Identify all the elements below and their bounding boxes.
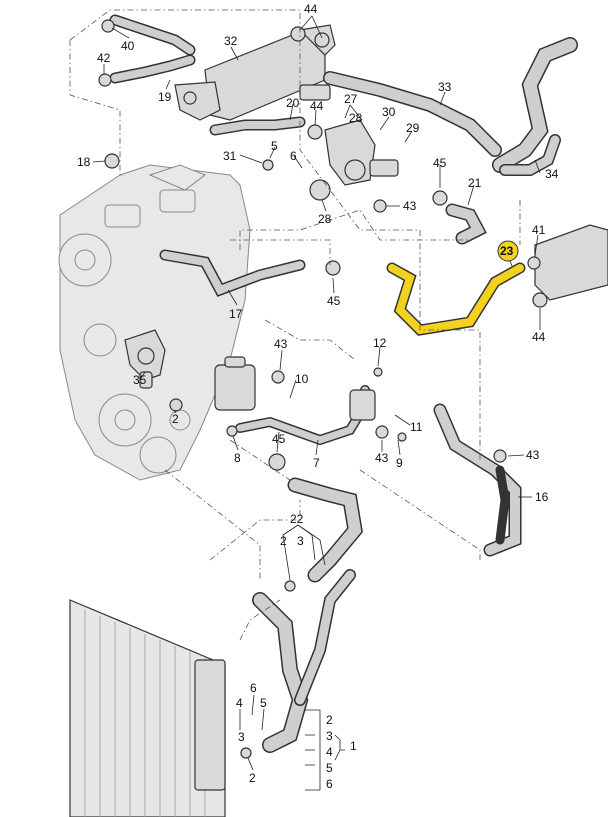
callout-40: 40 [121,39,135,53]
clamp-icon [432,190,448,206]
callout-33: 33 [438,80,452,94]
o-ring-icon [240,747,252,759]
callout-43: 43 [274,337,288,351]
clamp-icon [268,453,286,471]
callout-7: 7 [313,456,320,470]
callout-23-highlight [497,240,519,262]
clamp-icon [290,26,306,42]
callout-44: 44 [532,330,546,344]
callout-34: 34 [545,167,559,181]
bracket-item-4: 4 [326,745,333,759]
callout-2: 2 [280,534,287,548]
callout-12: 12 [373,336,387,350]
callout-labels: 44 40 32 42 19 20 44 27 28 30 33 29 18 5… [77,2,559,791]
engine-block-icon [58,164,251,481]
sensor-icon [262,159,274,171]
callout-28: 28 [318,212,332,226]
o-ring-icon [284,580,296,592]
callout-18: 18 [77,155,91,169]
callout-16: 16 [535,490,549,504]
callout-3: 3 [238,730,245,744]
callout-22: 22 [290,512,304,526]
clamp-icon [271,370,285,384]
callout-23-foreground: 23 [500,244,514,258]
callout-9: 9 [396,456,403,470]
hose-clamps [98,19,548,759]
coolant-flange-35-icon [124,329,166,389]
callout-43: 43 [375,451,389,465]
expansion-tank-icon [214,224,608,411]
assembly-lines [69,9,521,641]
callout-2: 2 [249,771,256,785]
callout-45: 45 [433,156,447,170]
callout-29: 29 [406,121,420,135]
callout-6: 6 [250,681,257,695]
callout-8: 8 [234,451,241,465]
callout-43: 43 [526,448,540,462]
clamp-icon [101,19,115,33]
hose-network [109,14,578,753]
callout-27: 27 [344,92,358,106]
callout-5: 5 [271,139,278,153]
coolant-flange-27-icon [324,119,399,186]
radiator-icon [69,599,226,817]
junction-piece-icon [349,389,376,421]
callout-2: 2 [172,412,179,426]
clamp-icon [314,32,330,48]
bracket-item-3: 3 [326,729,333,743]
o-ring-icon [169,398,183,412]
callout-35: 35 [133,373,147,387]
bracket-item-6: 6 [326,777,333,791]
egr-cooler-icon [174,24,336,121]
o-ring-icon [309,179,331,201]
callout-28: 28 [349,111,363,125]
callout-5: 5 [260,696,267,710]
callout-3: 3 [297,534,304,548]
bracket-item-5: 5 [326,761,333,775]
callout-41: 41 [532,223,546,237]
clamp-icon [373,199,387,213]
bolt-icon [397,432,407,442]
callout-17: 17 [229,307,243,321]
bracket-total-1: 1 [350,739,357,753]
hose-23-highlighted-icon [386,262,526,336]
callout-30: 30 [382,105,396,119]
callout-32: 32 [224,34,238,48]
bolt-icon [373,367,383,377]
callout-4: 4 [236,696,243,710]
clamp-icon [493,449,507,463]
callout-19: 19 [158,90,172,104]
clamp-icon [226,425,238,437]
callout-45: 45 [327,294,341,308]
clamp-icon [104,153,120,169]
callout-43: 43 [403,199,417,213]
callout-31: 31 [223,149,237,163]
clamp-icon [98,73,112,87]
callout-10: 10 [295,372,309,386]
callout-44: 44 [304,2,318,16]
callout-11: 11 [410,420,423,434]
bracket-item-2: 2 [326,713,333,727]
callout-20: 20 [286,96,300,110]
leader-lines [92,15,541,791]
clamp-icon [325,260,341,276]
callout-45: 45 [272,432,286,446]
clamp-icon [307,124,323,140]
clamp-icon [527,256,541,270]
clamp-icon [375,425,389,439]
callout-6: 6 [290,149,297,163]
callout-42: 42 [97,51,111,65]
callout-21: 21 [468,176,482,190]
clamp-icon [532,292,548,308]
callout-44: 44 [310,99,324,113]
